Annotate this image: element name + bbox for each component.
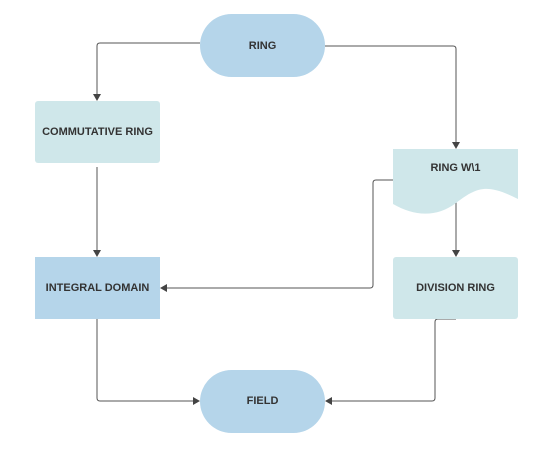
node-field-label: FIELD	[247, 395, 279, 407]
arrow-into-field-left	[193, 397, 200, 405]
node-ring[interactable]: RING	[200, 14, 325, 77]
arrow-into-integral-domain-top	[93, 250, 101, 257]
arrow-into-division-ring	[452, 250, 460, 257]
edges	[93, 42, 460, 405]
arrow-into-commutative-ring	[93, 94, 101, 101]
node-commutative-ring-shape	[35, 101, 160, 163]
node-integral-domain-shape	[35, 257, 160, 319]
node-integral-domain-label: INTEGRAL DOMAIN	[46, 282, 150, 294]
node-field-shape	[200, 370, 325, 433]
arrow-into-field-right	[325, 397, 332, 405]
arrow-into-ring-w1	[452, 142, 460, 149]
node-ring-w1-shape	[393, 149, 518, 214]
edge-ring-to-ring-w1	[325, 45, 457, 142]
node-division-ring[interactable]: DIVISION RING	[393, 257, 518, 319]
edge-ring-to-commutative-ring	[96, 42, 200, 94]
node-field[interactable]: FIELD	[200, 370, 325, 433]
node-ring-label: RING	[249, 40, 277, 52]
node-integral-domain[interactable]: INTEGRAL DOMAIN	[35, 257, 160, 319]
node-commutative-ring-label: COMMUTATIVE RING	[42, 126, 153, 138]
arrow-into-integral-domain-right	[160, 284, 167, 292]
node-division-ring-label: DIVISION RING	[416, 282, 495, 294]
edge-integral-domain-to-field	[96, 319, 193, 402]
node-ring-w1[interactable]: RING W\1	[393, 149, 518, 214]
nodes: RING COMMUTATIVE RING RING W\1 INTEGRAL …	[35, 14, 518, 433]
edge-ring-w1-to-integral-domain	[167, 179, 393, 289]
node-ring-shape	[200, 14, 325, 77]
edge-division-ring-to-field	[332, 318, 456, 402]
node-commutative-ring[interactable]: COMMUTATIVE RING	[35, 101, 160, 163]
node-division-ring-shape	[393, 257, 518, 319]
node-ring-w1-label: RING W\1	[430, 162, 480, 174]
